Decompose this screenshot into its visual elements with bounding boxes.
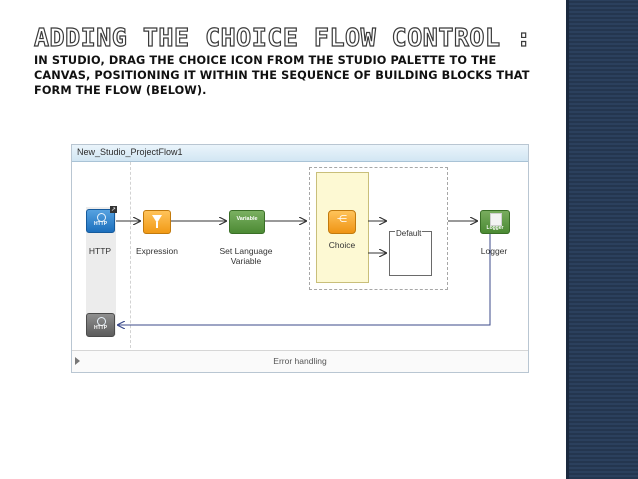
http-endpoint-icon[interactable]: HTTP	[86, 209, 115, 233]
choice-router-icon[interactable]: ⋲	[328, 210, 356, 234]
choice-label: Choice	[328, 240, 356, 250]
funnel-icon	[152, 215, 162, 223]
set-variable-icon[interactable]: Variable	[229, 210, 265, 234]
error-handling-bar[interactable]: Error handling	[72, 350, 528, 372]
expression-label: Expression	[135, 246, 179, 256]
slide-title: Adding the Choice Flow Control :	[33, 23, 532, 52]
globe-icon	[97, 317, 106, 326]
connector-response-return	[118, 233, 491, 325]
expression-filter-icon[interactable]	[143, 210, 171, 234]
logger-icon-text: Logger	[486, 225, 504, 231]
set-variable-label: Set Language Variable	[219, 246, 273, 266]
funnel-stem	[156, 222, 158, 228]
http-response-icon[interactable]: HTTP	[86, 313, 115, 337]
logger-label: Logger	[480, 246, 508, 256]
expand-triangle-icon[interactable]	[75, 357, 80, 365]
flow-tab[interactable]: New_Studio_ProjectFlow1	[72, 145, 528, 162]
branch-icon: ⋲	[337, 214, 347, 225]
http-response-icon-text: HTTP	[93, 325, 108, 331]
variable-icon-text: Variable	[236, 216, 258, 222]
http-icon-text: HTTP	[93, 221, 108, 227]
studio-canvas[interactable]: New_Studio_ProjectFlow1 Default HTTP ↗ H…	[71, 144, 529, 373]
default-route-box[interactable]	[389, 231, 432, 276]
globe-icon	[97, 213, 106, 222]
error-handling-label: Error handling	[273, 356, 327, 366]
decorative-side-band	[566, 0, 638, 479]
flow-zone-divider	[130, 162, 131, 348]
choice-scope[interactable]	[309, 167, 448, 290]
flow-tab-label: New_Studio_ProjectFlow1	[77, 147, 183, 157]
logger-icon[interactable]: Logger	[480, 210, 510, 234]
http-label: HTTP	[88, 246, 112, 256]
default-route-label: Default	[395, 229, 423, 238]
flow-connectors	[116, 145, 491, 372]
expand-icon[interactable]: ↗	[110, 206, 117, 213]
slide-subtitle: In Studio, drag the Choice icon from the…	[34, 54, 530, 97]
log-page-icon	[490, 213, 502, 226]
